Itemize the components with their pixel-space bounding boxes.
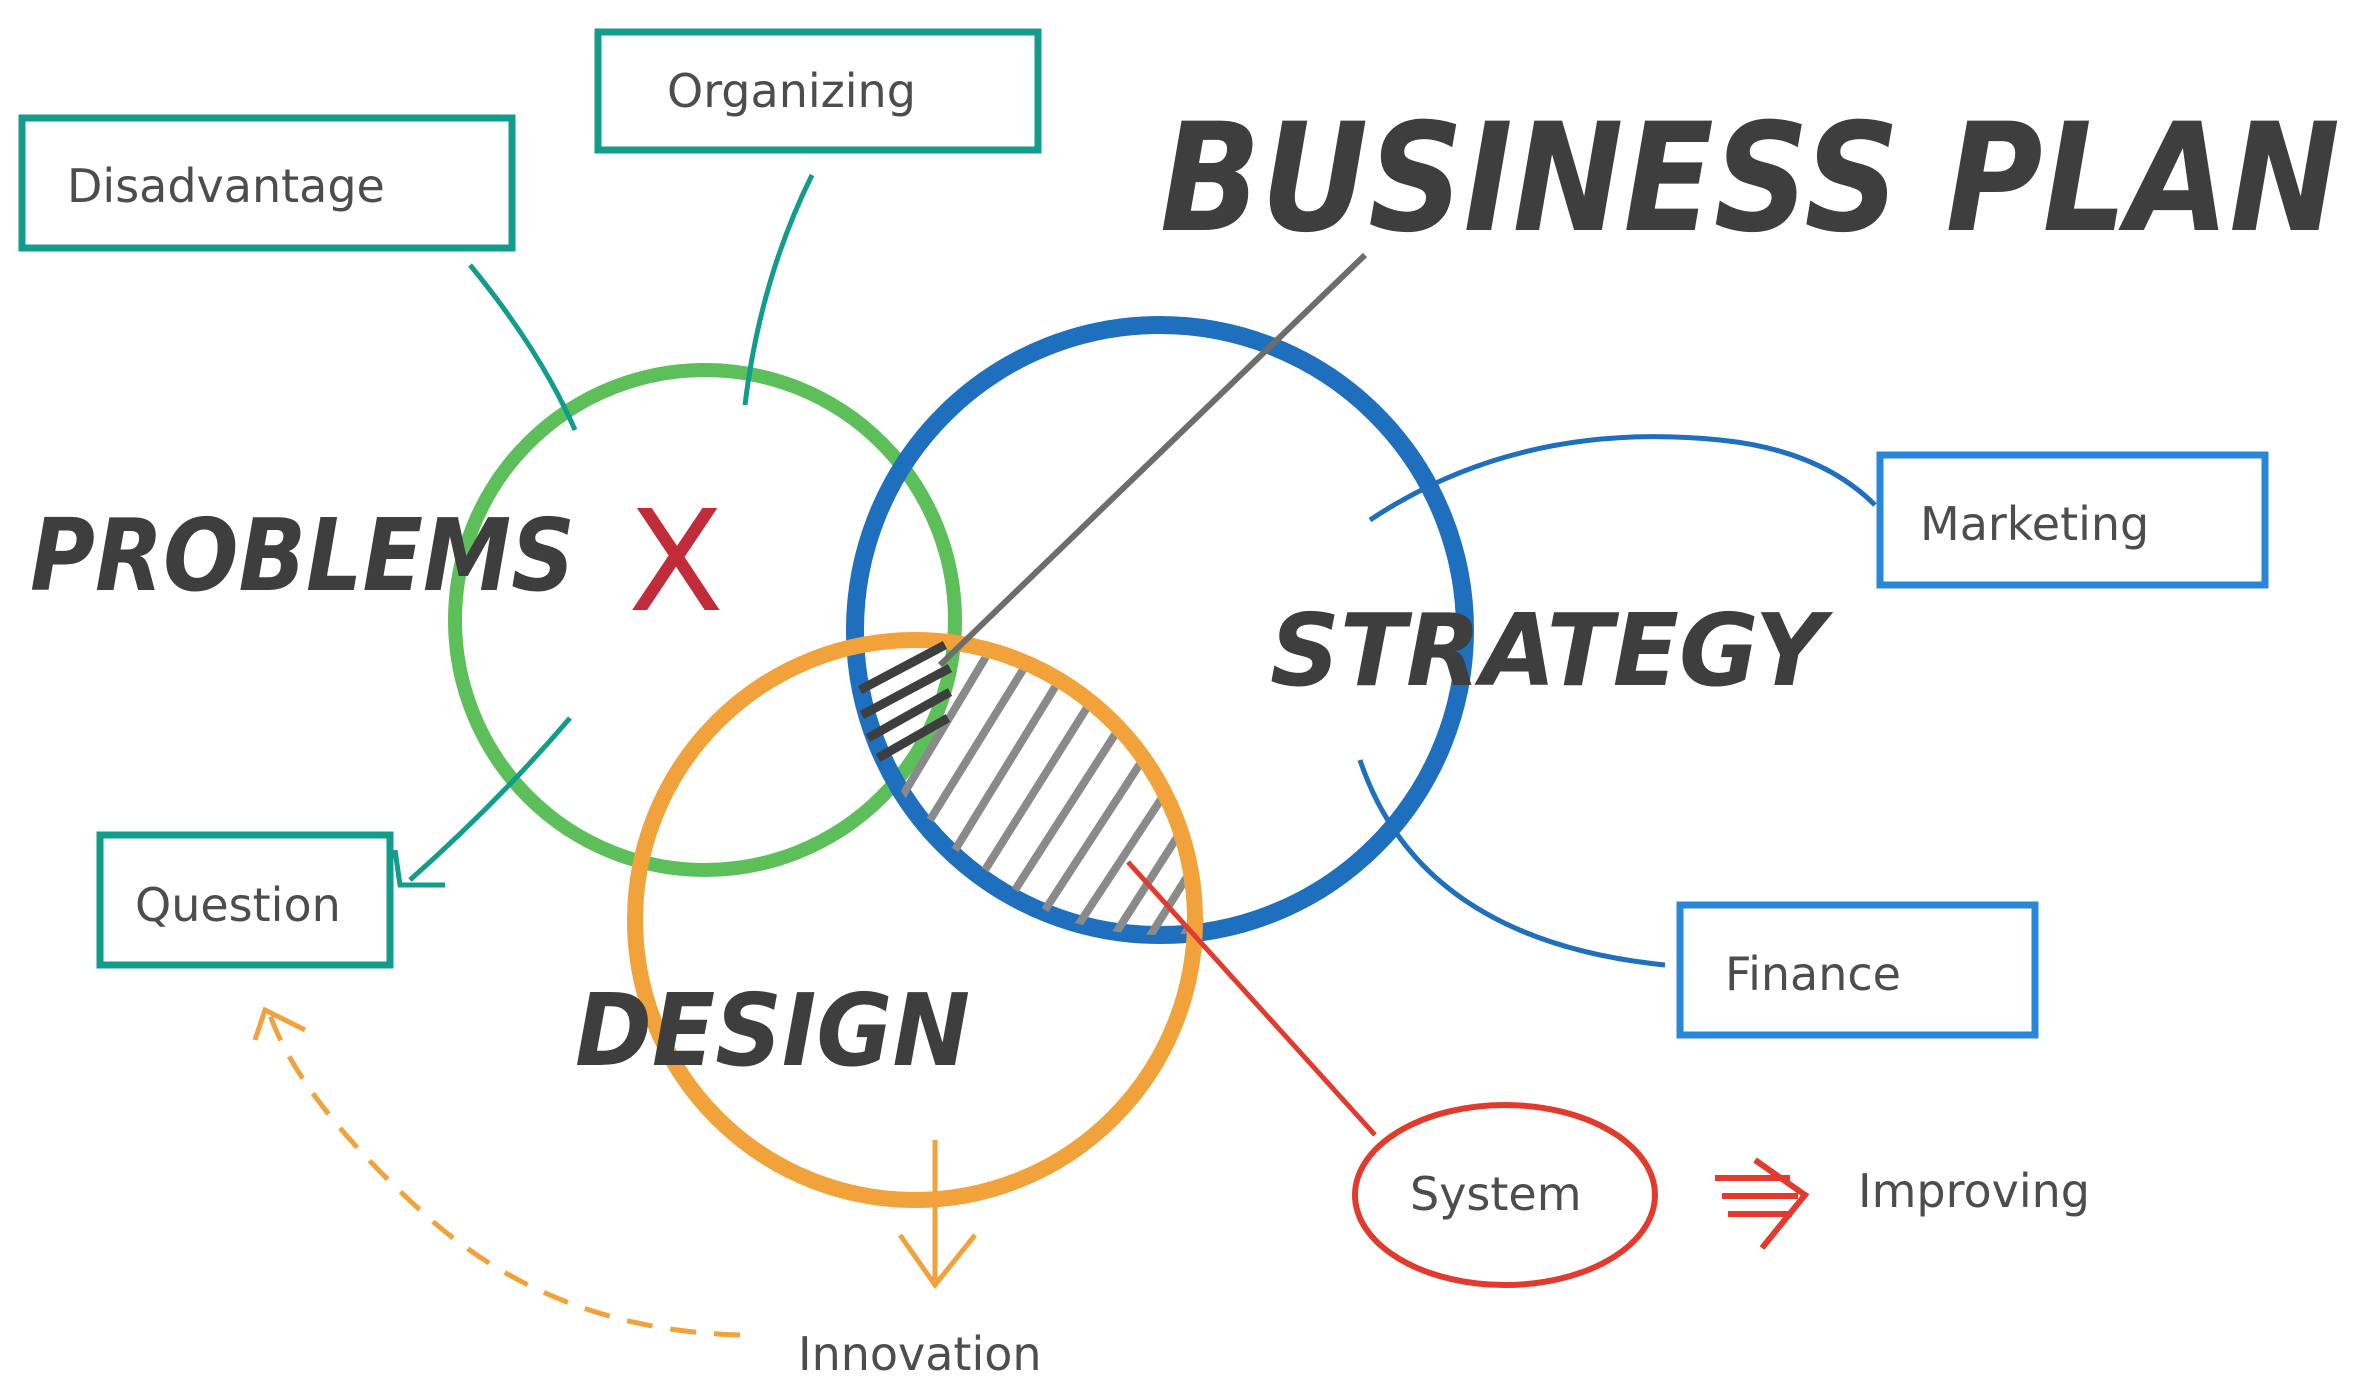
disadvantage-label: Disadvantage bbox=[67, 159, 385, 213]
title-connector bbox=[937, 252, 1368, 668]
design-circle bbox=[627, 632, 1203, 1208]
cross-mark: X bbox=[628, 481, 724, 644]
diagram-title: BUSINESS PLAN bbox=[1160, 92, 2340, 266]
disadvantage-box bbox=[18, 114, 516, 252]
organizing-box bbox=[594, 28, 1042, 154]
organizing-label: Organizing bbox=[667, 64, 916, 118]
finance-label: Finance bbox=[1725, 947, 1901, 1001]
innovation-to-question-dashed-arrow bbox=[267, 1014, 741, 1338]
system-connector bbox=[1126, 860, 1377, 1137]
problems-circle bbox=[448, 363, 962, 877]
triple-overlap-hatching bbox=[857, 641, 953, 762]
design-label: DESIGN bbox=[575, 972, 970, 1089]
marketing-box bbox=[1876, 451, 2269, 589]
question-box bbox=[96, 831, 394, 969]
dashed-arrowhead bbox=[252, 1006, 307, 1041]
improving-label: Improving bbox=[1858, 1164, 2090, 1218]
finance-connector bbox=[1357, 759, 1666, 968]
strategy-circle bbox=[846, 316, 1474, 944]
marketing-label: Marketing bbox=[1920, 497, 2149, 551]
improving-arrow-icon bbox=[1715, 1157, 1810, 1250]
strategy-label: STRATEGY bbox=[1270, 592, 1833, 709]
problems-label: PROBLEMS bbox=[30, 497, 575, 614]
marketing-connector bbox=[1368, 434, 1877, 523]
question-arrowhead bbox=[392, 849, 445, 888]
innovation-arrow bbox=[897, 1140, 977, 1290]
question-label: Question bbox=[135, 878, 341, 932]
system-ellipse bbox=[1352, 1102, 1658, 1288]
system-label: System bbox=[1410, 1167, 1582, 1221]
question-connector bbox=[408, 716, 572, 882]
finance-box bbox=[1676, 901, 2039, 1039]
disadvantage-connector bbox=[468, 263, 578, 432]
organizing-connector bbox=[742, 173, 815, 406]
innovation-label: Innovation bbox=[798, 1327, 1042, 1381]
